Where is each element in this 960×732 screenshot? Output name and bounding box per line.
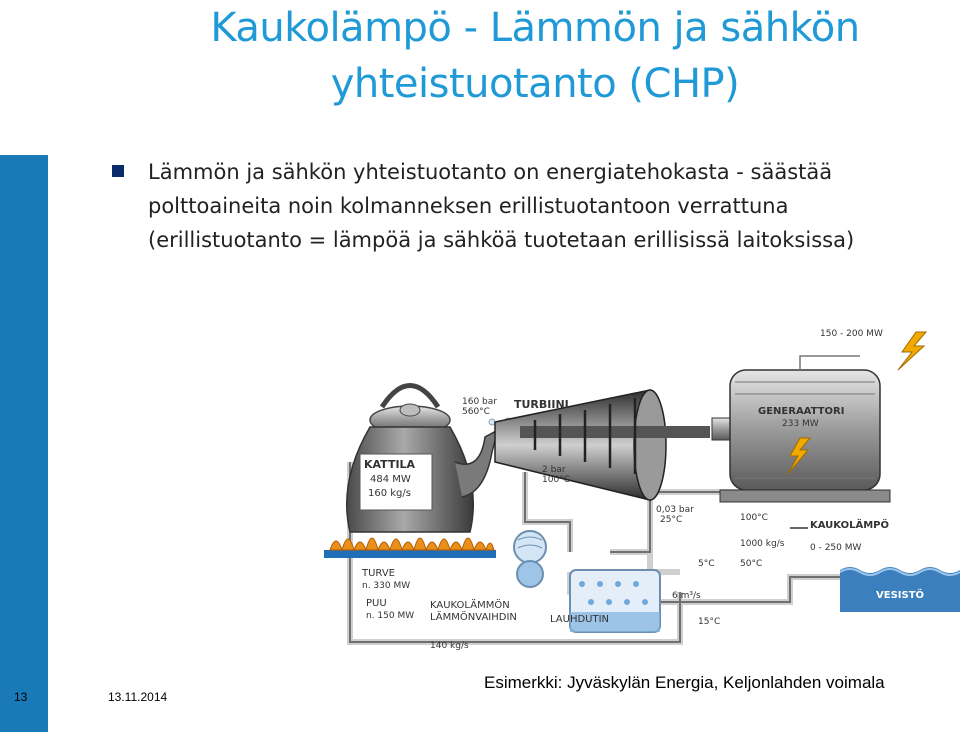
power-out-label: 150 - 200 MW — [820, 329, 883, 339]
vaihdin-label-1: KAUKOLÄMMÖN — [430, 598, 510, 611]
power-out-line — [799, 355, 860, 370]
steam-out-temp: 100°C — [542, 475, 570, 485]
flow-140-label: 140 kg/s — [430, 641, 469, 651]
bullet-line-2: polttoaineita noin kolmanneksen erillist… — [148, 194, 789, 218]
temp-15-label: 15°C — [698, 617, 720, 627]
generator-icon — [711, 369, 891, 503]
condenser-icon — [569, 569, 661, 633]
steam-out-pressure: 2 bar — [542, 465, 566, 475]
chp-plant-diagram: KATTILA 484 MW 160 kg/s 160 bar 560°C TU… — [324, 329, 960, 651]
bullet-line-1: Lämmön ja sähkön yhteistuotanto on energ… — [148, 160, 833, 184]
turve-label: TURVE — [361, 568, 395, 579]
page-number: 13 — [14, 690, 28, 704]
turve-power: n. 330 MW — [362, 581, 410, 591]
temp-100-label: 100°C — [740, 513, 768, 523]
lightning-bolt-icon — [897, 331, 928, 371]
flow-6-label: 6 m³/s — [672, 591, 701, 601]
steam-in-pressure: 160 bar — [462, 397, 497, 407]
kattila-label: KATTILA — [364, 458, 416, 471]
sidebar-bar — [0, 155, 48, 732]
kattila-flow: 160 kg/s — [368, 488, 411, 499]
title-line-1: Kaukolämpö - Lämmön ja sähkön — [210, 5, 860, 51]
temp-5-label: 5°C — [698, 559, 715, 569]
kaukolampo-range: 0 - 250 MW — [810, 543, 861, 553]
vaihdin-label-2: LÄMMÖNVAIHDIN — [430, 610, 517, 623]
bullet-line-3: (erillistuotanto = lämpöä ja sähköä tuot… — [148, 228, 855, 252]
puu-label: PUU — [366, 598, 387, 609]
water-body-icon — [839, 567, 960, 612]
turbiini-label: TURBIINI — [514, 398, 569, 411]
slide-date: 13.11.2014 — [108, 690, 168, 704]
lightning-bolt-icon — [787, 437, 812, 475]
turbine-icon — [494, 389, 710, 501]
bullet-square-icon — [112, 165, 124, 177]
low-temp: 25°C — [660, 515, 682, 525]
lauhdutin-label: LAUHDUTIN — [550, 614, 609, 625]
boiler-kettle-icon: KATTILA 484 MW 160 kg/s — [345, 383, 500, 533]
kaukolampo-label: KAUKOLÄMPÖ — [810, 517, 889, 531]
kattila-power: 484 MW — [370, 474, 411, 485]
low-pressure: 0,03 bar — [656, 505, 694, 515]
steam-in-temp: 560°C — [462, 407, 490, 417]
image-caption: Esimerkki: Jyväskylän Energia, Keljonlah… — [484, 673, 885, 692]
title-line-2: yhteistuotanto (CHP) — [330, 61, 740, 107]
vesisto-label: VESISTÖ — [876, 587, 924, 601]
temp-50-label: 50°C — [740, 559, 762, 569]
flame-burners-icon — [324, 537, 496, 558]
generaattori-power: 233 MW — [782, 419, 819, 429]
flow-1000-label: 1000 kg/s — [740, 539, 785, 549]
generaattori-label: GENERAATTORI — [758, 406, 844, 417]
bullet-paragraph: Lämmön ja sähkön yhteistuotanto on energ… — [148, 155, 938, 257]
puu-power: n. 150 MW — [366, 611, 414, 621]
slide-title: Kaukolämpö - Lämmön ja sähkön yhteistuot… — [150, 0, 920, 112]
heat-exchanger-icon — [513, 530, 547, 588]
